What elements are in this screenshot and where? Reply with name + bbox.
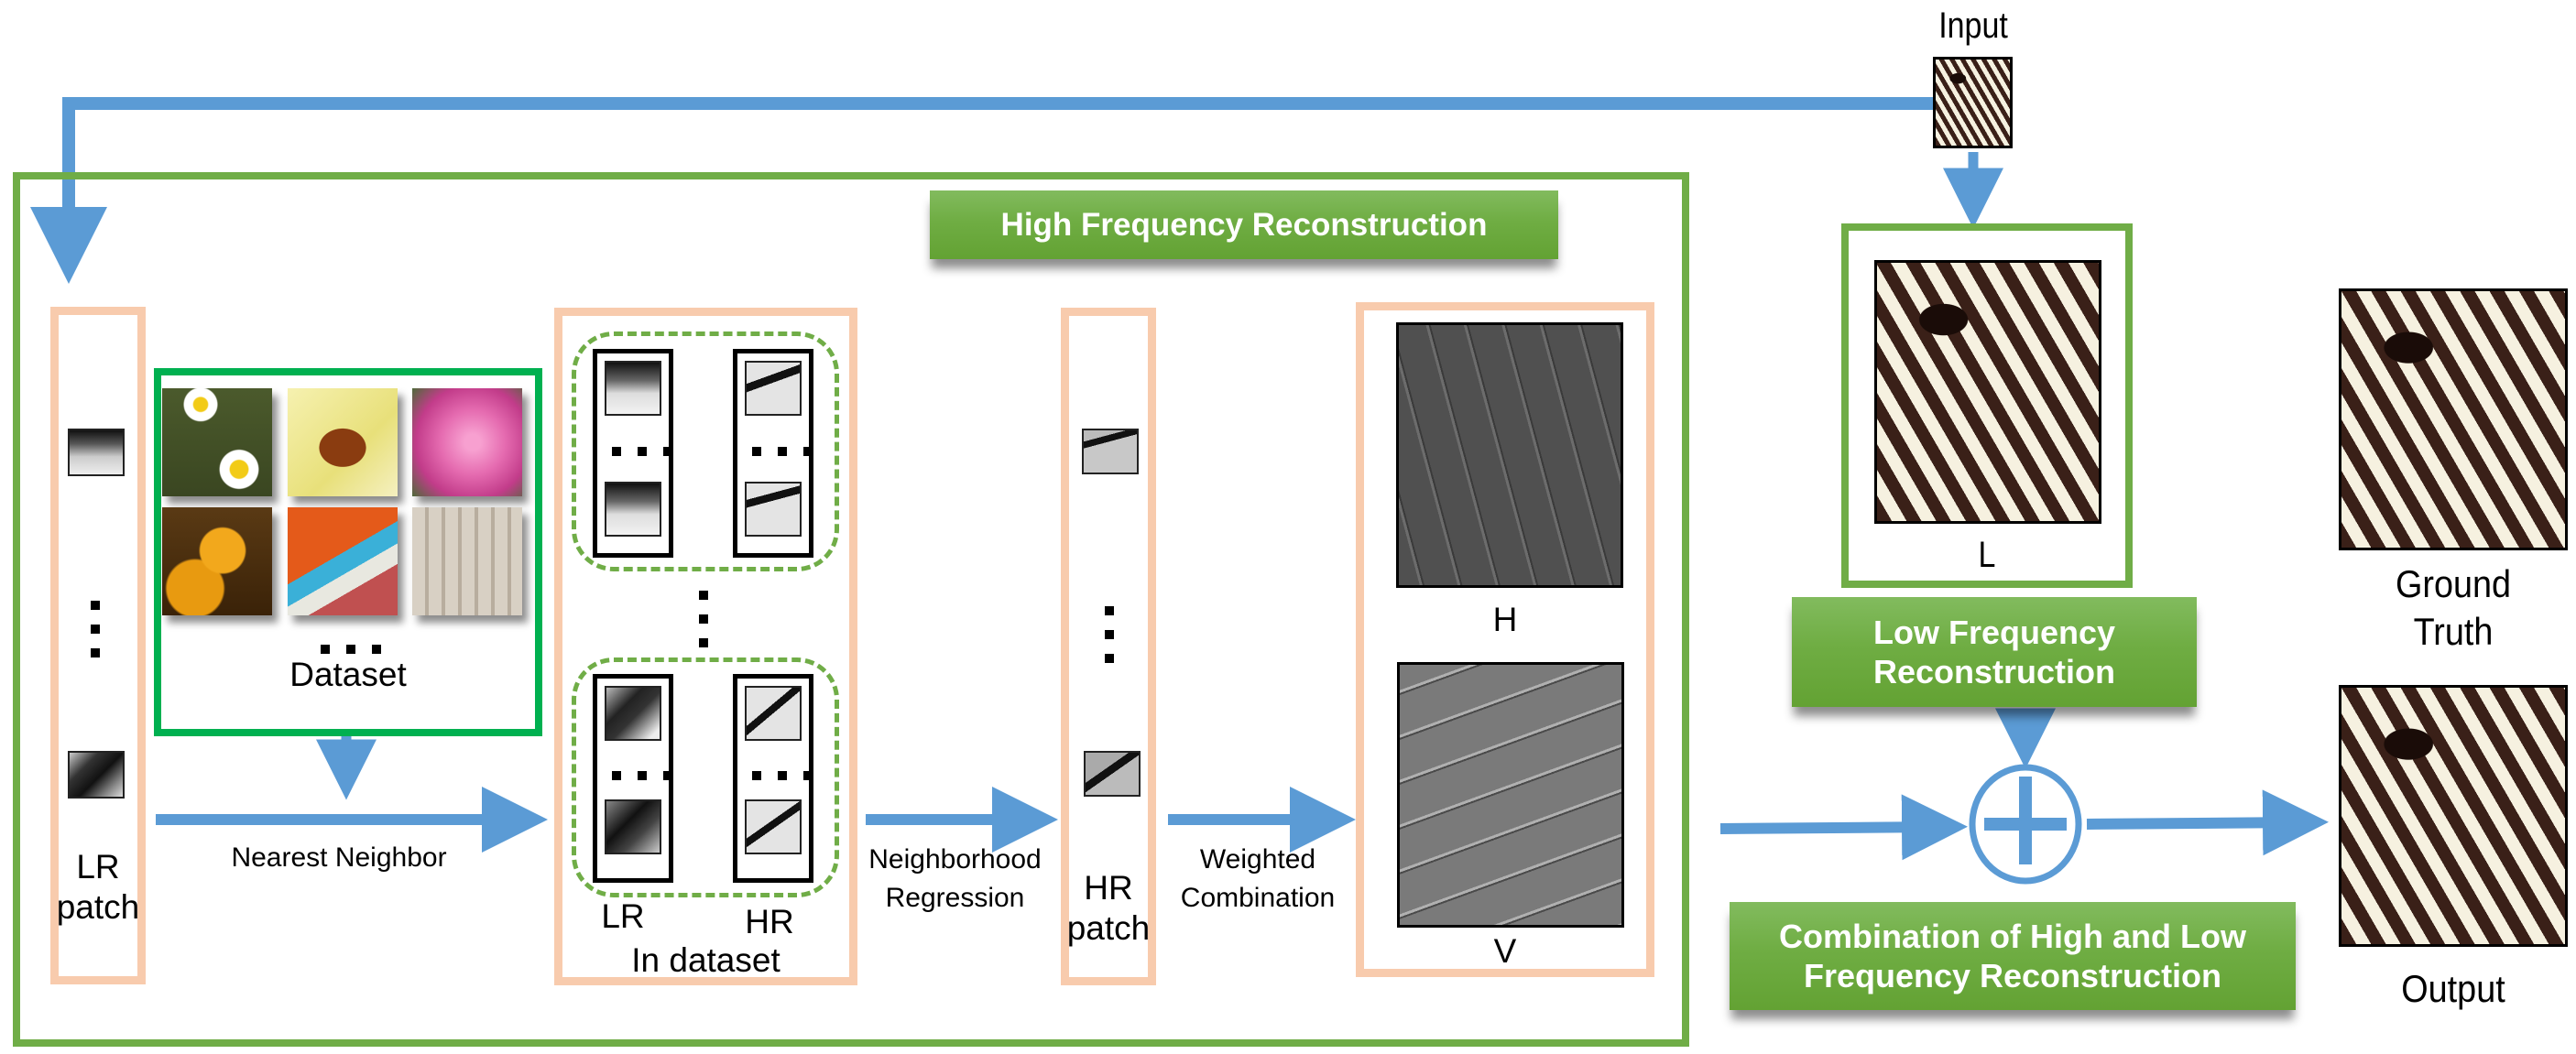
- l-label: L: [1978, 535, 1996, 575]
- dataset-ellipsis: [321, 645, 381, 654]
- output-image: [2339, 685, 2568, 947]
- lr-neighbor-patch: [605, 799, 661, 854]
- lr-patch-label-line1: LR: [76, 848, 120, 886]
- h-label: H: [1492, 601, 1518, 638]
- dataset-image-daisies: [162, 388, 272, 496]
- high-frequency-panel: [13, 172, 1689, 1047]
- dataset-image-yellow-flower: [288, 388, 398, 496]
- lr-neighbor-patch: [605, 686, 661, 741]
- ground-truth-line2: Truth: [2413, 610, 2494, 653]
- high-frequency-banner: High Frequency Reconstruction: [930, 190, 1558, 259]
- h-component-image: [1396, 322, 1623, 588]
- lr-patch-ellipsis: [91, 601, 100, 657]
- hr-neighbor-patch: [745, 482, 802, 537]
- neighbor-group-top: [572, 331, 839, 571]
- combination-banner-line2: Frequency Reconstruction: [1803, 957, 2222, 994]
- plus-icon: [1969, 764, 2082, 885]
- lr-patch-thumbnail-top: [68, 429, 125, 476]
- v-component-image: [1397, 662, 1624, 928]
- hr-neighbor-patch: [745, 361, 802, 416]
- weighted-combination-label: Weighted Combination: [1156, 841, 1359, 918]
- weighted-combination-line2: Combination: [1180, 883, 1336, 913]
- lr-patch-label: LR patch: [50, 847, 146, 928]
- hr-patch-thumbnail-top: [1082, 429, 1139, 474]
- neighborhood-regression-line1: Neighborhood: [868, 844, 1042, 875]
- input-image: [1933, 57, 2013, 148]
- lr-neighbor-patch: [605, 482, 661, 537]
- lr-patch-thumbnail-bottom: [68, 751, 125, 799]
- hr-patch-label-line1: HR: [1084, 869, 1133, 907]
- dataset-image-oranges-branches: [162, 507, 272, 615]
- input-feed-arrow: [30, 97, 1935, 284]
- input-label: Input: [1938, 5, 2008, 46]
- hr-frame-ellipsis: [752, 771, 813, 780]
- low-frequency-panel: [1841, 223, 2133, 588]
- in-dataset-lr-label: LR: [601, 897, 645, 935]
- lr-frame-ellipsis: [612, 447, 672, 456]
- dataset-image-building: [412, 507, 522, 615]
- low-frequency-banner-line2: Reconstruction: [1872, 653, 2116, 690]
- hr-patch-thumbnail-bottom: [1084, 751, 1141, 797]
- hr-neighbor-patch: [745, 799, 802, 854]
- ground-truth-line1: Ground: [2395, 562, 2512, 605]
- combination-banner-line1: Combination of High and Low: [1779, 917, 2246, 955]
- high-to-plus-arrow: [1719, 794, 1968, 861]
- in-dataset-label: In dataset: [631, 941, 780, 979]
- hr-patch-label-line2: patch: [1066, 909, 1151, 947]
- weighted-combination-line1: Weighted: [1199, 844, 1316, 875]
- lr-frame-ellipsis: [612, 771, 672, 780]
- hr-patch-label: HR patch: [1061, 868, 1156, 949]
- hr-neighbor-patch: [745, 686, 802, 741]
- v-label: V: [1493, 932, 1517, 970]
- neighborhood-regression-line2: Regression: [885, 883, 1025, 913]
- dataset-panel: [154, 368, 542, 736]
- nearest-neighbor-label: Nearest Neighbor: [231, 842, 447, 873]
- combination-banner: Combination of High and Low Frequency Re…: [1730, 902, 2296, 1010]
- dataset-image-oranges-crate: [288, 507, 398, 615]
- plus-to-output-arrow: [2086, 789, 2329, 856]
- in-dataset-ellipsis: [699, 591, 708, 647]
- neighbor-group-bottom: [572, 657, 839, 897]
- ground-truth-image: [2339, 288, 2568, 550]
- hr-frame-ellipsis: [752, 447, 813, 456]
- hr-patch-ellipsis: [1105, 606, 1114, 663]
- lr-patch-label-line2: patch: [56, 888, 140, 926]
- low-frequency-banner-line1: Low Frequency: [1872, 613, 2116, 651]
- dataset-image-pink-flower: [412, 388, 522, 496]
- lr-neighbor-patch: [605, 361, 661, 416]
- low-frequency-image-l: [1874, 260, 2101, 524]
- ground-truth-label: Ground Truth: [2351, 560, 2557, 656]
- output-label: Output: [2401, 967, 2505, 1010]
- lr-patch-column: [50, 307, 146, 984]
- low-frequency-banner: Low Frequency Reconstruction: [1792, 597, 2197, 707]
- neighborhood-regression-label: Neighborhood Regression: [857, 841, 1053, 918]
- dataset-label: Dataset: [289, 656, 407, 693]
- hr-patch-column: [1061, 308, 1156, 985]
- in-dataset-hr-label: HR: [745, 903, 794, 940]
